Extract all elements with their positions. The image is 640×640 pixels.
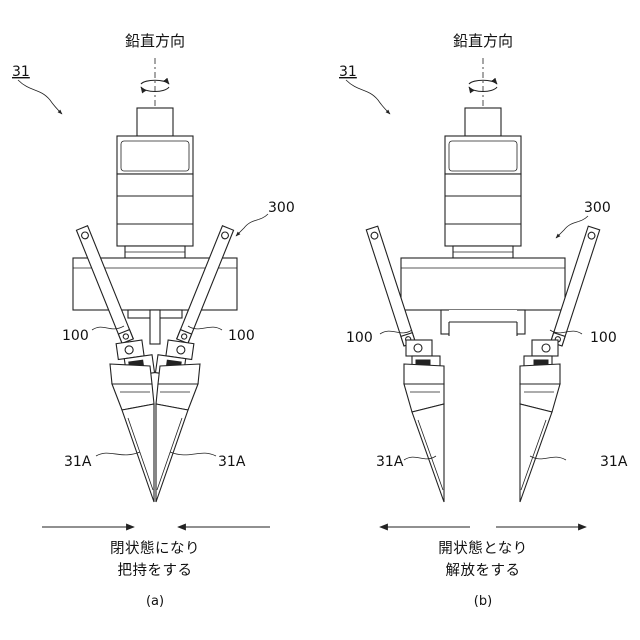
- panel-tag-a: (a): [125, 594, 185, 609]
- direction-label-b: 鉛直方向: [453, 32, 513, 50]
- ref-mount-b: 300: [584, 200, 611, 216]
- ref-finger-a-left: 100: [62, 328, 89, 344]
- caption-b-line2: 解放をする: [383, 560, 583, 582]
- caption-a-line1: 閉状態になり: [55, 538, 255, 560]
- ref-finger-b-right: 100: [590, 330, 617, 346]
- ref-claw-a-right: 31A: [218, 454, 246, 470]
- caption-a-line2: 把持をする: [55, 560, 255, 582]
- ref-claw-b-right: 31A: [600, 454, 628, 470]
- ref-unit-b: 31: [339, 64, 357, 80]
- caption-b: 開状態となり 解放をする: [383, 538, 583, 582]
- panel-tag-b: (b): [453, 594, 513, 609]
- ref-finger-b-left: 100: [346, 330, 373, 346]
- direction-label-a: 鉛直方向: [125, 32, 185, 50]
- ref-finger-a-right: 100: [228, 328, 255, 344]
- ref-mount-a: 300: [268, 200, 295, 216]
- ref-unit-a: 31: [12, 64, 30, 80]
- caption-b-line1: 開状態となり: [383, 538, 583, 560]
- ref-claw-a-left: 31A: [64, 454, 92, 470]
- ref-claw-b-left: 31A: [376, 454, 404, 470]
- caption-a: 閉状態になり 把持をする: [55, 538, 255, 582]
